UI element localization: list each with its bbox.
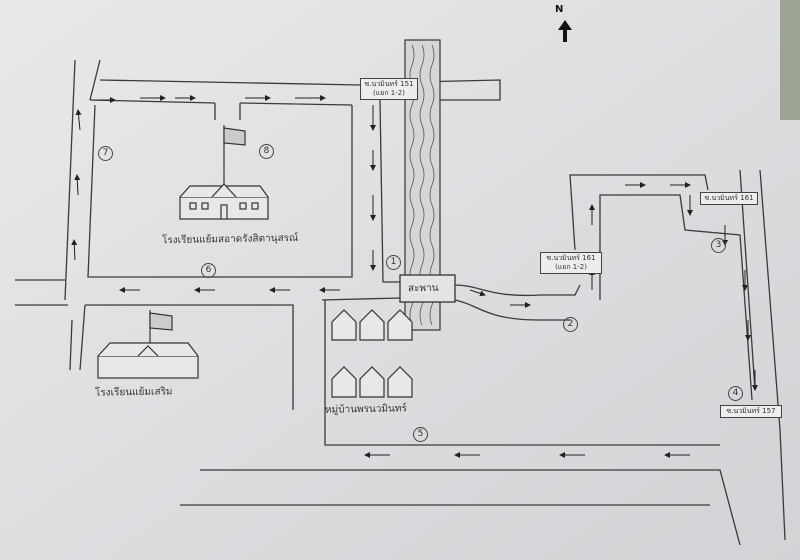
village-houses (331, 309, 413, 398)
bridge-label: สะพาน (407, 282, 439, 295)
sign-soi-top: ซ.นวมินทร์ 151 (แยก 1-2) (360, 78, 418, 100)
marker-4: 4 (728, 386, 743, 401)
village-label: หมู่บ้านพรนวมินทร์ (324, 403, 407, 416)
marker-7: 7 (98, 146, 113, 161)
sign-soi-right: ซ.นวมินทร์ 161 (700, 192, 758, 205)
marker-6: 6 (201, 263, 216, 278)
school-1-building (179, 125, 269, 220)
sign-soi-mid: ซ.นวมินทร์ 161 (แยก 1-2) (540, 252, 602, 274)
bridge-box (399, 274, 456, 303)
school-1-label: โรงเรียนแย้มสอาดรังสิตานุสรณ์ (161, 232, 299, 247)
marker-1: 1 (386, 255, 401, 270)
marker-8: 8 (259, 144, 274, 159)
roads (15, 59, 786, 546)
direction-arrows (71, 95, 758, 458)
north-label: N (555, 4, 564, 15)
sign-soi-bottom: ซ.นวมินทร์ 157 (720, 405, 782, 418)
marker-5: 5 (413, 427, 428, 442)
north-arrow-icon (558, 20, 572, 42)
school-2-building (97, 310, 199, 379)
marker-2: 2 (563, 317, 578, 332)
marker-3: 3 (711, 238, 726, 253)
school-2-label: โรงเรียนแย้มเสริม (94, 386, 173, 399)
